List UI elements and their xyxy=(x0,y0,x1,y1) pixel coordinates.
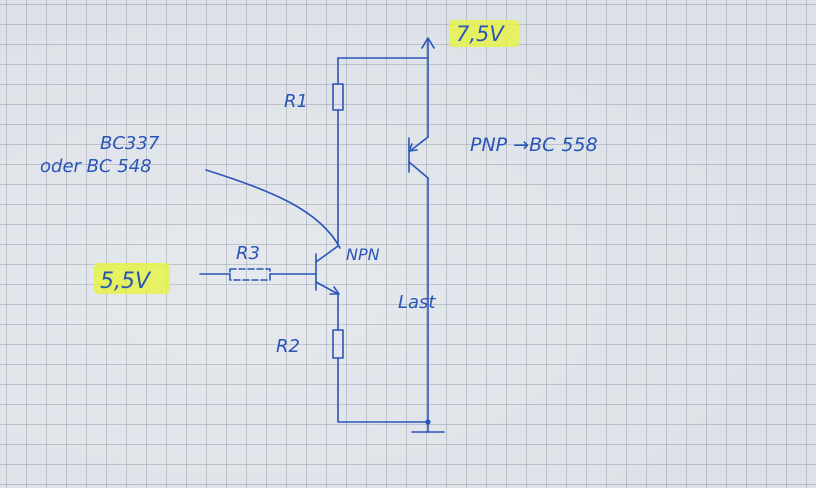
load-label: Last xyxy=(398,292,436,313)
r1-label: R1 xyxy=(284,91,308,112)
r2-label: R2 xyxy=(276,336,300,357)
pnp-label: PNP →BC 558 xyxy=(470,134,598,156)
transistor-alt-label: oder BC 548 xyxy=(40,156,152,177)
r1-resistor xyxy=(332,83,344,111)
pnp-emitter xyxy=(409,136,429,152)
r2-resistor xyxy=(332,329,344,359)
npn-collector xyxy=(315,245,339,263)
supply-voltage-label: 7,5V xyxy=(456,22,505,46)
input-voltage-label: 5,5V xyxy=(100,269,152,294)
supply-voltage-highlight xyxy=(449,20,519,47)
pnp-collector xyxy=(408,161,429,179)
npn-emitter xyxy=(315,281,339,295)
r3-label: R3 xyxy=(236,243,260,264)
supply-arrow-icon xyxy=(421,37,435,49)
annotation-pointer xyxy=(205,169,341,249)
ground-wire xyxy=(337,357,429,423)
npn-label: NPN xyxy=(346,245,380,264)
input-voltage-highlight xyxy=(94,263,170,294)
r3-resistor xyxy=(229,268,271,281)
npn-emitter-arrow-icon xyxy=(329,286,340,295)
transistor-type-label: BC337 xyxy=(100,133,160,154)
